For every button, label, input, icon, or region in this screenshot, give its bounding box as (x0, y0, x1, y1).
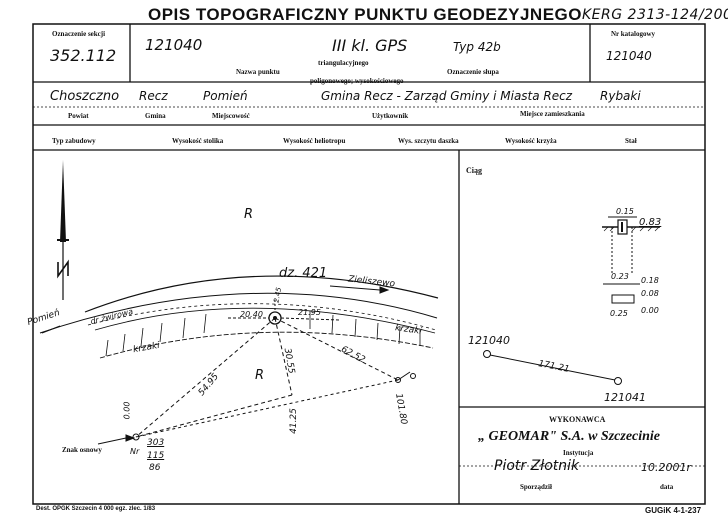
footer-left: Dest. OPGK Szczecin 4 000 egz. zlec. 1/8… (36, 506, 156, 512)
date-label: data (660, 483, 674, 491)
form-title: OPIS TOPOGRAFICZNY PUNKTU GEODEZYJNEGO (148, 5, 582, 24)
dim-083: 0.83 (639, 217, 662, 228)
mark-number: 303 (147, 438, 165, 448)
gmina-value: Recz (139, 89, 168, 103)
north-arrow-icon (57, 160, 69, 300)
road-edge-middle (39, 292, 438, 334)
field-r-top: R (244, 207, 254, 222)
dim-000: 0.00 (641, 306, 659, 315)
author-date: 10.2001r (641, 461, 692, 474)
powiat-label: Powiat (68, 112, 89, 120)
catalog-value: 121040 (606, 49, 652, 63)
miejscowosc-label: Miejscowość (212, 112, 250, 120)
dim-025: 0.25 (610, 309, 628, 318)
author-name: Piotr Złotnik (494, 458, 580, 474)
point-name-label: Nazwa punktu (236, 68, 280, 76)
uzytkownik-value: Gmina Recz - Zarząd Gminy i Miasta Recz (321, 89, 573, 103)
dim-023: 0.23 (611, 272, 629, 281)
bush-band-upper (94, 307, 436, 334)
author-label: Sporządził (520, 483, 552, 491)
polygon-label: poligonowego; wysokościowego (310, 77, 404, 85)
dim-008: 0.08 (641, 289, 659, 298)
point-number: 121040 (145, 36, 203, 54)
wys-heliotropu-label: Wysokość heliotropu (283, 137, 346, 145)
kerg-reference: KERG 2313-124/200 (582, 7, 728, 23)
wys-daszka-label: Wys. szczytu daszka (398, 137, 459, 145)
wys-stolika-label: Wysokość stolika (172, 137, 224, 145)
contractor-name: „ GEOMAR" S.A. w Szczecinie (478, 429, 661, 444)
distance-left: 20.40 (240, 310, 263, 319)
powiat-value: Choszczno (50, 89, 120, 104)
field-r-bottom: R (255, 368, 265, 383)
road-arrow-left (41, 325, 61, 334)
ciag-label: Ciąg (466, 166, 482, 175)
dim-018: 0.18 (641, 276, 659, 285)
wys-krzyza-label: Wysokość krzyża (505, 137, 557, 145)
mark-label: Znak osnowy (62, 446, 102, 454)
point-type: Typ 42b (453, 40, 501, 54)
catalog-label: Nr katalogowy (611, 30, 656, 38)
uzytkownik-label: Użytkownik (372, 112, 409, 120)
stal-label: Stał (625, 137, 637, 145)
institution-label: Instytucja (563, 449, 594, 457)
road-parcel-label: dz. 421 (279, 266, 328, 281)
point-class: III kl. GPS (332, 36, 408, 55)
miejsce-label: Miejsce zamieszkania (520, 110, 585, 118)
distance-right: 21.95 (298, 308, 321, 317)
traverse-point-a: 121040 (468, 334, 510, 347)
pillar-label: Oznaczenie słupa (447, 68, 499, 76)
mark-nr: Nr (130, 447, 140, 456)
road-edge-south (87, 303, 437, 331)
mark-denominator-1: 115 (147, 451, 165, 461)
gmina-label: Gmina (145, 112, 166, 120)
miejscowosc-value: Pomień (203, 89, 248, 103)
miejsce-value: Rybaki (600, 89, 641, 103)
typ-zabudowy-label: Typ zabudowy (52, 137, 96, 145)
triangulation-label: triangulacyjnego (318, 59, 369, 67)
road-arrow-right (329, 285, 381, 291)
section-label: Oznaczenie sekcji (52, 30, 106, 38)
footer-right: GUGiK 4-1-237 (645, 506, 702, 515)
traverse-point-b: 121041 (604, 391, 646, 404)
contractor-label: WYKONAWCA (549, 415, 606, 424)
dim-015: 0.15 (616, 207, 634, 216)
section-value: 352.112 (50, 46, 117, 65)
bush-band-lower (99, 331, 434, 359)
marker-point (132, 433, 140, 441)
mark-denominator-2: 86 (149, 463, 161, 473)
road-edge-north (84, 275, 439, 313)
